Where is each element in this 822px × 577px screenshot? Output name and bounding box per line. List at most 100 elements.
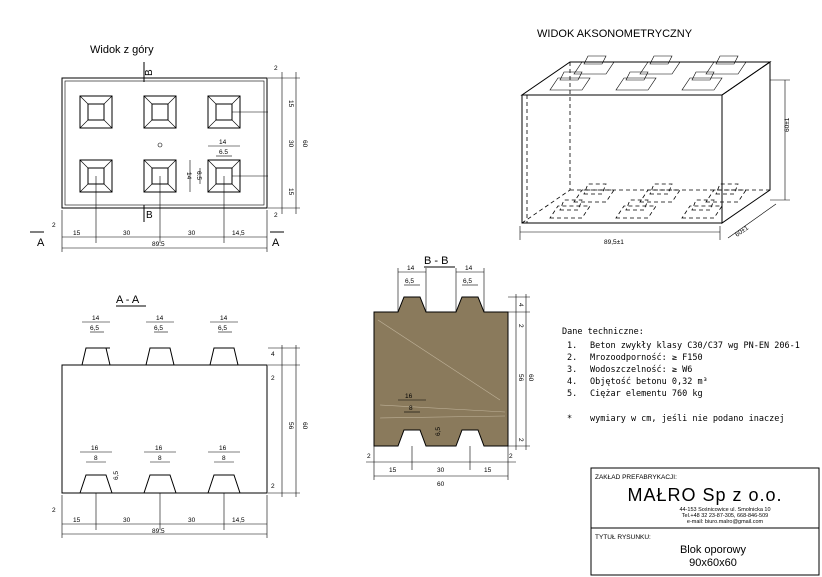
cone-top: [79, 95, 113, 129]
axonometric-view: WIDOK AKSONOMETRYCZNY: [519, 28, 791, 246]
title-block-frame: [590, 467, 820, 576]
svg-text:2: 2: [52, 222, 56, 229]
svg-text:30: 30: [123, 230, 131, 237]
section-bb-concrete: [373, 296, 509, 447]
svg-text:3.: 3.: [567, 365, 577, 375]
svg-text:15: 15: [389, 467, 397, 474]
svg-text:60: 60: [527, 374, 534, 382]
section-b-mark-top: B: [144, 69, 155, 76]
section-bb-title: B - B: [424, 255, 448, 267]
tech-item: Mrozoodporność: ≥ F150: [590, 352, 703, 363]
axo-top-cones: [549, 55, 747, 91]
section-aa-bottom-recesses: [79, 474, 241, 494]
svg-text:60: 60: [301, 140, 308, 148]
svg-text:14: 14: [465, 265, 473, 272]
section-a-mark-left: A: [37, 237, 45, 249]
svg-text:15: 15: [484, 467, 492, 474]
svg-text:*: *: [567, 414, 572, 424]
svg-text:8: 8: [409, 405, 413, 412]
svg-text:6,5: 6,5: [435, 427, 442, 436]
tech-heading: Dane techniczne:: [562, 327, 644, 337]
svg-text:8: 8: [222, 455, 226, 462]
svg-text:2: 2: [517, 324, 524, 328]
svg-text:56: 56: [287, 422, 294, 430]
svg-text:2: 2: [52, 507, 56, 514]
svg-text:2: 2: [271, 483, 275, 490]
company-address: 44-153 Sośnicowice ul. Smolnicka 10: [679, 507, 770, 513]
svg-text:15: 15: [73, 517, 81, 524]
svg-text:16: 16: [219, 445, 227, 452]
svg-text:14: 14: [407, 265, 415, 272]
svg-text:14,5: 14,5: [232, 517, 245, 524]
section-aa-title: A - A: [116, 294, 140, 306]
axo-length-dim: 89,5±1: [604, 239, 624, 246]
drawing-title-label: TYTUŁ RYSUNKU:: [595, 534, 651, 541]
svg-text:2.: 2.: [567, 353, 577, 363]
company-email: e-mail: biuro.malro@gmail.com: [687, 519, 764, 525]
svg-text:8: 8: [94, 455, 98, 462]
tech-item: Wodoszczelność: ≥ W6: [590, 364, 692, 375]
section-a-mark-right: A: [272, 237, 280, 249]
section-aa-body: [61, 364, 268, 494]
svg-text:2: 2: [271, 375, 275, 382]
svg-text:8: 8: [158, 455, 162, 462]
svg-text:6,5: 6,5: [405, 278, 414, 285]
title-block: ZAKŁAD PREFABRYKACJI: MAŁRO Sp z o.o. 44…: [590, 467, 820, 576]
svg-text:2: 2: [274, 212, 278, 219]
svg-text:4.: 4.: [567, 377, 577, 387]
axo-front-face: [521, 94, 723, 224]
svg-text:30: 30: [123, 517, 131, 524]
svg-text:2: 2: [509, 453, 513, 460]
technical-data: Dane techniczne: 1. Beton zwykły klasy C…: [562, 327, 800, 424]
svg-text:14: 14: [185, 172, 192, 180]
svg-text:6.5: 6.5: [219, 149, 228, 156]
svg-text:2: 2: [367, 453, 371, 460]
svg-text:89.5: 89.5: [152, 241, 165, 248]
svg-text:1.: 1.: [567, 341, 577, 351]
section-bb: B - B 14 14 6,5 6,5 16 8 6,5 4 2 56 60 2: [366, 255, 534, 488]
top-view-title: Widok z góry: [90, 44, 154, 56]
svg-text:89.5: 89.5: [152, 528, 165, 535]
plant-label: ZAKŁAD PREFABRYKACJI:: [595, 474, 677, 481]
svg-text:5.: 5.: [567, 389, 577, 399]
tech-item: Beton zwykły klasy C30/C37 wg PN-EN 206-…: [590, 341, 800, 351]
drawing-title-line2: 90x60x60: [689, 557, 737, 569]
svg-text:6,5: 6,5: [154, 325, 163, 332]
section-aa: A - A 14 14 14 6,5 6,5 6,5: [52, 294, 308, 538]
drawing-title-line1: Blok oporowy: [680, 544, 747, 556]
svg-text:14,5: 14,5: [232, 230, 245, 237]
tech-item: Objętość betonu 0,32 m³: [590, 376, 708, 387]
svg-text:15: 15: [73, 230, 81, 237]
axo-side-face: [721, 61, 771, 224]
company-phone: Tel.+48 32 23-87-305, 668-846-509: [682, 513, 768, 519]
svg-text:14: 14: [219, 139, 227, 146]
svg-text:2: 2: [274, 65, 278, 72]
svg-text:16: 16: [155, 445, 163, 452]
svg-text:60: 60: [437, 481, 445, 488]
svg-text:56: 56: [517, 374, 524, 382]
svg-text:30: 30: [188, 517, 196, 524]
lifting-hole: [157, 142, 163, 148]
svg-text:60: 60: [301, 422, 308, 430]
axo-view-title: WIDOK AKSONOMETRYCZNY: [537, 28, 693, 40]
top-view: Widok z góry: [30, 44, 308, 252]
company-name: MAŁRO Sp z o.o.: [627, 485, 782, 505]
top-view-outline: [61, 77, 268, 209]
svg-text:6,5: 6,5: [90, 325, 99, 332]
svg-text:16: 16: [405, 393, 413, 400]
axo-height-dim: 60±1: [784, 117, 791, 132]
svg-text:16: 16: [91, 445, 99, 452]
svg-text:6,5: 6,5: [463, 278, 472, 285]
svg-text:14: 14: [92, 315, 100, 322]
svg-text:4: 4: [517, 303, 524, 307]
svg-text:15: 15: [287, 188, 294, 196]
svg-text:4: 4: [271, 351, 275, 358]
svg-text:6,5: 6,5: [218, 325, 227, 332]
tech-note: wymiary w cm, jeśli nie podano inaczej: [590, 413, 784, 424]
svg-text:14: 14: [220, 315, 228, 322]
svg-text:15: 15: [287, 100, 294, 108]
svg-text:6,5: 6,5: [113, 471, 120, 480]
section-aa-top-cones: [81, 347, 239, 366]
svg-text:30: 30: [437, 467, 445, 474]
